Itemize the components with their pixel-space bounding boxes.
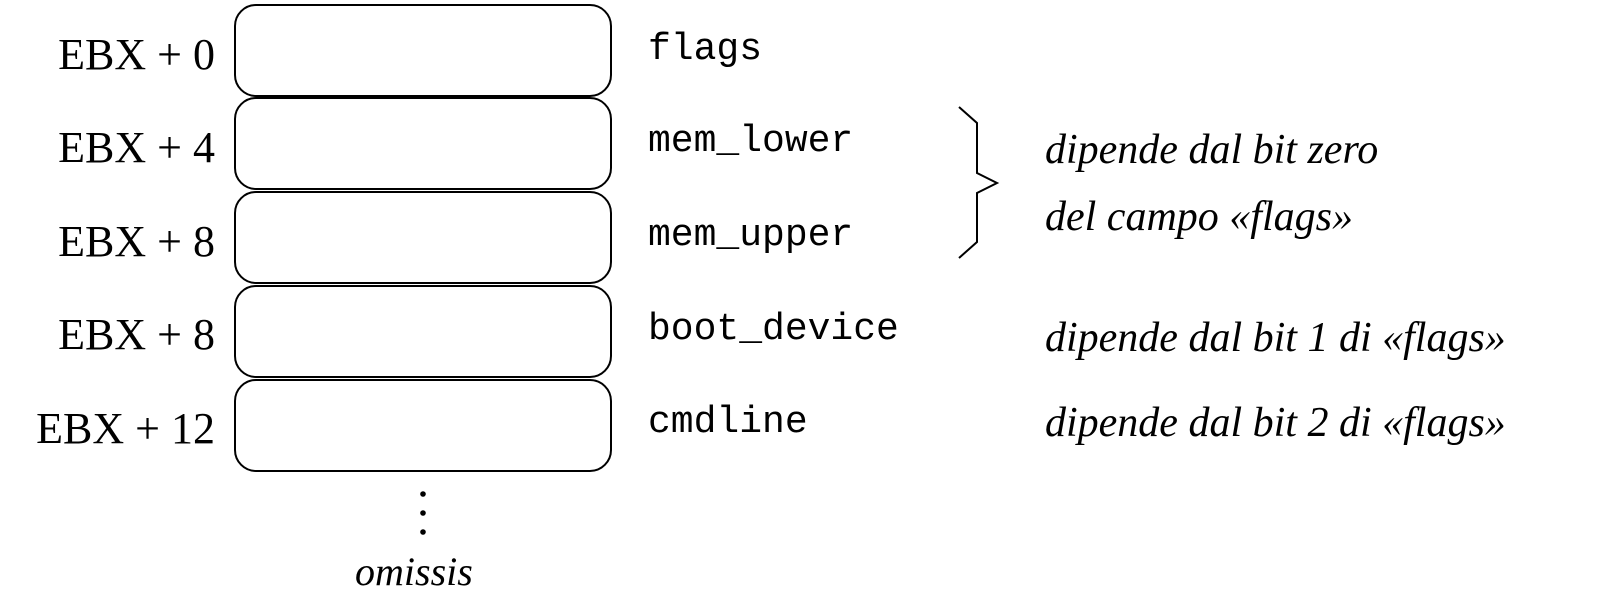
note-mem-group-line1: dipende dal bit zero	[1045, 127, 1379, 173]
memory-cell-cmdline	[234, 379, 612, 472]
memory-cell-boot-device	[234, 285, 612, 378]
offset-label-mem-lower: EBX + 4	[58, 123, 215, 172]
field-name-cmdline: cmdline	[648, 401, 808, 444]
field-name-boot-device: boot_device	[648, 308, 899, 351]
offset-label-boot-device: EBX + 8	[58, 310, 215, 359]
note-mem-group-line2: del campo «flags»	[1045, 194, 1353, 240]
offset-label-cmdline: EBX + 12	[36, 404, 215, 453]
field-name-mem-upper: mem_upper	[648, 214, 854, 257]
note-boot-device: dipende dal bit 1 di «flags»	[1045, 315, 1506, 361]
note-cmdline: dipende dal bit 2 di «flags»	[1045, 400, 1506, 446]
vertical-ellipsis-icon	[420, 491, 426, 535]
omissis-label: omissis	[355, 549, 473, 594]
memory-cell-mem-upper	[234, 191, 612, 284]
memory-cell-flags	[234, 4, 612, 97]
right-curly-brace-icon	[958, 106, 1000, 259]
offset-label-flags: EBX + 0	[58, 30, 215, 79]
memory-cell-mem-lower	[234, 97, 612, 190]
field-name-flags: flags	[648, 28, 763, 71]
offset-label-mem-upper: EBX + 8	[58, 217, 215, 266]
field-name-mem-lower: mem_lower	[648, 120, 854, 163]
